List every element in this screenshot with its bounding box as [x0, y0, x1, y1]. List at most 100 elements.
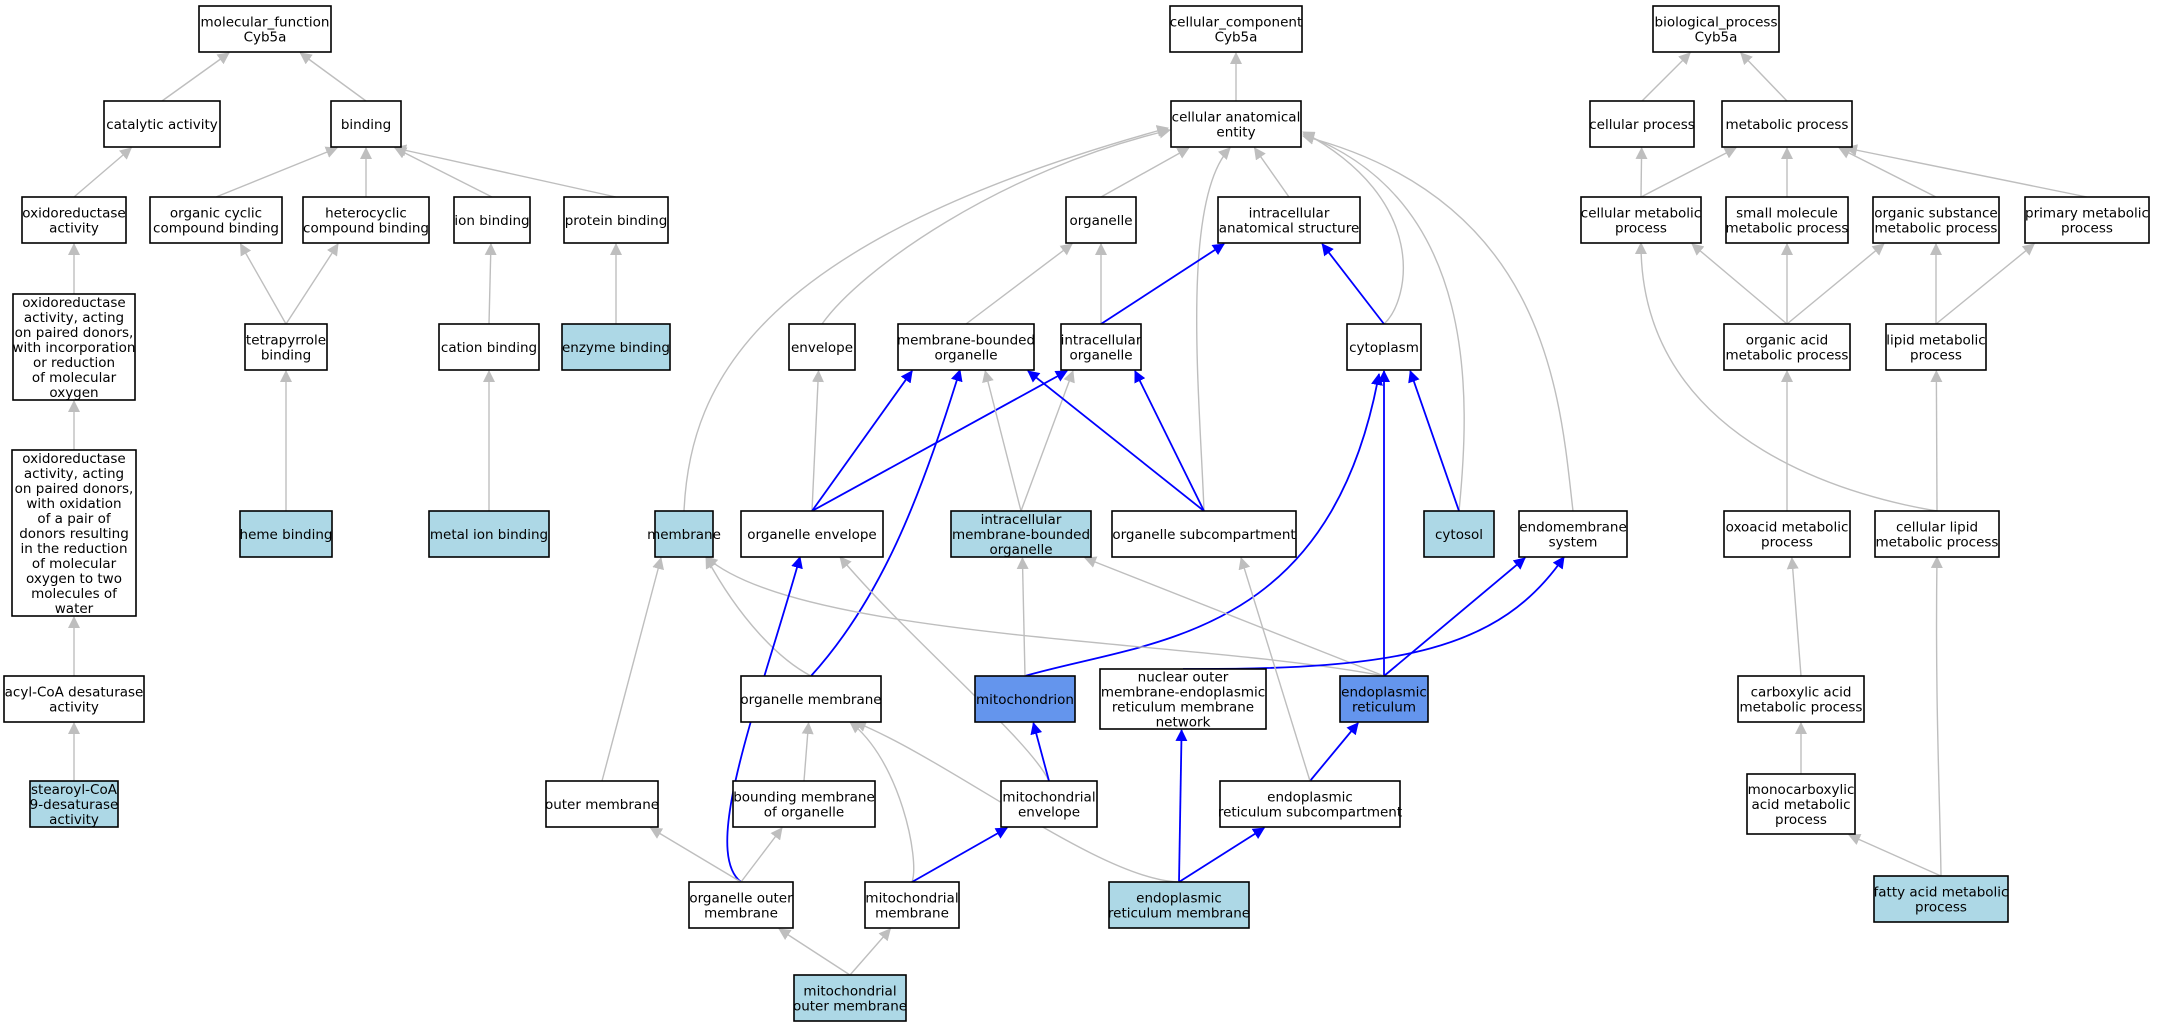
node-label-line: intracellular — [1249, 206, 1330, 222]
node-label-line: activity, acting — [24, 466, 124, 482]
node-label-line: in the reduction — [20, 541, 127, 557]
edge-cytosol-to-cytoplasm — [1408, 370, 1460, 512]
edge-mito-to-cytoplasm — [1024, 373, 1383, 677]
node-binding[interactable]: binding — [330, 100, 402, 148]
node-nuc-outer[interactable]: nuclear outermembrane-endoplasmicreticul… — [1099, 668, 1267, 731]
node-box — [561, 323, 671, 371]
node-envelope[interactable]: envelope — [788, 323, 856, 371]
node-box — [897, 323, 1035, 371]
node-cell-proc[interactable]: cellular process — [1589, 100, 1695, 148]
node-label-line: or reduction — [33, 355, 115, 371]
node-enzyme[interactable]: enzyme binding — [561, 323, 671, 371]
node-box — [1169, 5, 1303, 53]
node-label-line: system — [1549, 535, 1598, 551]
edge-er-to-imbo — [1084, 556, 1385, 677]
node-label-line: acyl-CoA desaturase — [5, 685, 144, 701]
node-label-line: membrane — [704, 906, 778, 922]
node-metal-ion[interactable]: metal ion binding — [428, 510, 550, 558]
node-outer-mem[interactable]: outer membrane — [545, 780, 659, 828]
node-label-line: outer membrane — [793, 999, 907, 1015]
node-box — [1099, 668, 1267, 730]
edge-mito_mem-to-org_mem — [849, 721, 915, 883]
edge-tetrapyrrole-to-org_cyclic — [239, 243, 287, 325]
node-label-line: 9-desaturase — [30, 797, 119, 813]
node-org-env[interactable]: organelle envelope — [740, 510, 884, 558]
edge-mito-to-imbo — [1016, 557, 1029, 677]
node-protein-binding[interactable]: protein binding — [563, 196, 669, 244]
node-label-line: binding — [261, 348, 311, 364]
node-cytoplasm[interactable]: cytoplasm — [1346, 323, 1422, 371]
node-label-line: monocarboxylic — [1748, 782, 1855, 798]
edge-org_outer-to-org_env — [726, 556, 803, 883]
node-box — [1339, 675, 1429, 723]
node-label-line: organic cyclic — [170, 206, 262, 222]
node-box — [1723, 510, 1851, 558]
node-label-line: intracellular — [981, 512, 1062, 528]
node-org-subcomp[interactable]: organelle subcompartment — [1111, 510, 1297, 558]
node-membrane[interactable]: membrane — [647, 510, 721, 558]
node-org-mem[interactable]: organelle membrane — [740, 675, 882, 723]
node-label-line: cellular lipid — [1896, 520, 1978, 536]
node-label-line: binding — [341, 117, 391, 133]
node-heme[interactable]: heme binding — [239, 510, 333, 558]
node-label-line: membrane-bounded — [952, 527, 1090, 543]
node-box — [732, 780, 876, 828]
node-label-line: process — [1615, 221, 1667, 237]
node-met-proc[interactable]: metabolic process — [1721, 100, 1853, 148]
node-label-line: Cyb5a — [244, 30, 287, 46]
node-box — [428, 510, 550, 558]
node-cytosol[interactable]: cytosol — [1423, 510, 1495, 558]
edges-layer — [68, 52, 2088, 976]
node-box — [239, 510, 333, 558]
node-label-line: metabolic process — [1740, 700, 1863, 716]
edge-endomem-to-cae — [1302, 132, 1574, 512]
node-ion-binding[interactable]: ion binding — [453, 196, 531, 244]
node-box — [1721, 100, 1853, 148]
node-catalytic[interactable]: catalytic activity — [103, 100, 221, 148]
edge-cytosol-to-cae — [1302, 132, 1465, 512]
node-organelle[interactable]: organelle — [1065, 196, 1137, 244]
node-label-line: reticulum subcompartment — [1218, 805, 1402, 821]
node-mito[interactable]: mitochondrion — [974, 675, 1076, 723]
edge-er_subcomp-to-org_subcomp — [1238, 557, 1311, 782]
node-label-line: oxoacid metabolic — [1726, 520, 1849, 536]
node-cation[interactable]: cation binding — [438, 323, 540, 371]
node-box — [198, 5, 332, 53]
